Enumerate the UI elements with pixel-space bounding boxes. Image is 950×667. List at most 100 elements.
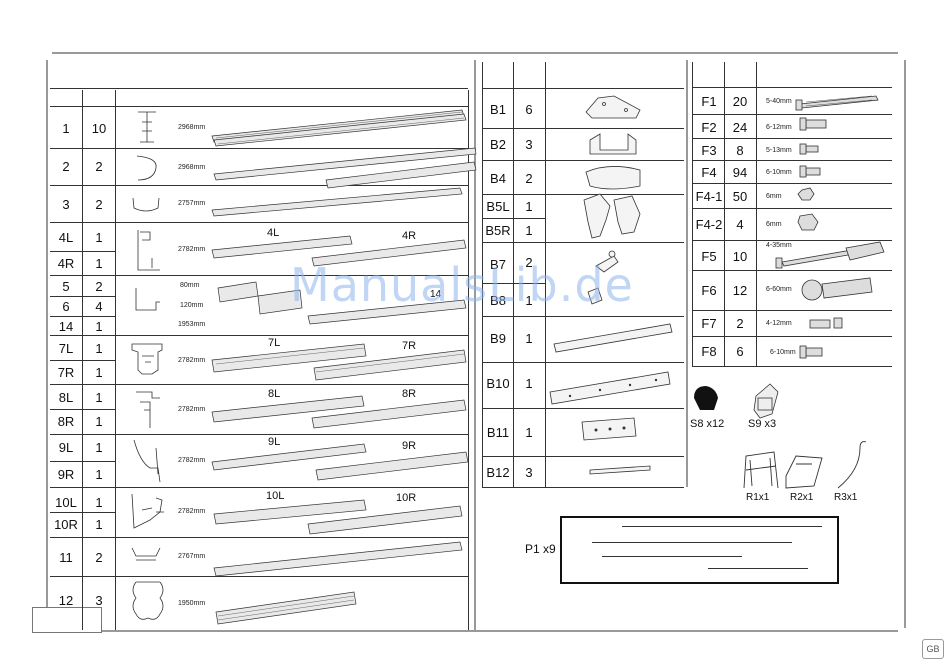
part-number: B1 [490, 102, 506, 117]
part-qty: 1 [525, 293, 533, 308]
dimension-label: 6-60mm [766, 286, 792, 293]
part-number: 9L [58, 440, 74, 455]
dimension-label: 2757mm [178, 200, 206, 207]
r3-label: R3x1 [834, 492, 858, 503]
part-number: 7R [57, 365, 75, 380]
p1-box [560, 516, 839, 584]
part-number: F4-1 [695, 189, 723, 204]
part-number: F7 [701, 316, 717, 331]
r2-label: R2x1 [790, 492, 814, 503]
profile-tag: 14 [430, 289, 442, 300]
part-number: 2 [62, 159, 70, 174]
dimension-label: 6mm [766, 221, 782, 228]
part-number: 6 [62, 299, 70, 314]
part-number: 9R [57, 467, 75, 482]
dimension-label: 1950mm [178, 600, 206, 607]
s9-label: S9 x3 [748, 418, 777, 430]
dimension-label: 4-35mm [766, 242, 792, 249]
profile-tag: 10R [396, 492, 417, 504]
part-number: F2 [701, 120, 717, 135]
dimension-label: 6-10mm [770, 349, 796, 356]
part-qty: 2 [95, 279, 103, 294]
part-number: F3 [701, 143, 717, 158]
cap-icon [694, 386, 718, 410]
part-number: 10L [55, 495, 77, 510]
part-qty: 94 [732, 165, 748, 180]
part-number: 12 [58, 593, 74, 608]
profile-tag: 10L [266, 490, 285, 502]
part-qty: 1 [95, 341, 103, 356]
part-number: B4 [490, 171, 506, 186]
part-number: 11 [59, 550, 73, 565]
divider-a-b [474, 60, 476, 630]
part-qty: 2 [525, 255, 533, 270]
part-qty: 1 [95, 365, 103, 380]
dimension-label: 2782mm [178, 457, 206, 464]
part-number: 4R [57, 256, 75, 271]
language-badge: GB [922, 639, 944, 659]
part-qty: 1 [525, 199, 533, 214]
part-number: F1 [701, 94, 717, 109]
part-qty: 3 [525, 137, 533, 152]
part-qty: 12 [732, 283, 748, 298]
part-qty: 1 [95, 467, 103, 482]
dimension-label: 1953mm [178, 321, 206, 328]
part-qty: 50 [732, 189, 748, 204]
dimension-label: 6-12mm [766, 124, 792, 131]
part-number: B9 [490, 331, 506, 346]
part-qty: 10 [732, 249, 748, 264]
part-number: 1 [62, 121, 70, 136]
profile-tag: 8R [402, 388, 417, 400]
part-number: B11 [486, 425, 510, 440]
dimension-label: 2767mm [178, 553, 206, 560]
part-qty: 3 [525, 465, 533, 480]
part-number: B12 [486, 465, 510, 480]
part-qty: 8 [736, 143, 744, 158]
right-border [904, 60, 906, 628]
part-qty: 4 [736, 217, 744, 232]
part-qty: 4 [95, 299, 103, 314]
profile-tag: 7L [268, 337, 281, 349]
part-number: F4-2 [695, 217, 723, 232]
dimension-label: 2968mm [178, 164, 206, 171]
part-number: 10R [54, 517, 78, 532]
dimension-label: 6-10mm [766, 169, 792, 176]
part-qty: 1 [525, 223, 533, 238]
part-number: F4 [701, 165, 717, 180]
part-number: 7L [58, 341, 74, 356]
part-number: 8L [58, 390, 74, 405]
bottom-border [48, 630, 898, 632]
watermark: ManualsLib.de [290, 258, 634, 312]
page-number-box [32, 607, 102, 633]
part-qty: 1 [95, 230, 103, 245]
dimension-label: 80mm [180, 282, 200, 289]
dimension-label: 6mm [766, 193, 782, 200]
s8-label: S8 x12 [690, 418, 725, 430]
part-number: B5L [486, 199, 510, 214]
part-qty: 1 [95, 414, 103, 429]
part-number: F8 [701, 344, 717, 359]
part-qty: 2 [736, 316, 744, 331]
part-qty: 6 [525, 102, 533, 117]
profile-tag: 9L [268, 436, 281, 448]
part-qty: 1 [525, 376, 533, 391]
part-number: B10 [486, 376, 510, 391]
part-number: 3 [62, 197, 70, 212]
part-number: F5 [701, 249, 717, 264]
dimension-label: 2782mm [178, 406, 206, 413]
dimension-label: 2782mm [178, 357, 206, 364]
part-number: B5R [485, 223, 511, 238]
dimension-label: 2968mm [178, 124, 206, 131]
dimension-label: 5-40mm [766, 98, 792, 105]
part-qty: 2 [95, 197, 103, 212]
part-qty: 6 [736, 344, 744, 359]
p1-label: P1 x9 [525, 542, 556, 556]
part-qty: 3 [95, 593, 103, 608]
part-qty: 20 [732, 94, 748, 109]
part-number: 4L [58, 230, 74, 245]
part-qty: 1 [95, 390, 103, 405]
part-qty: 1 [95, 517, 103, 532]
profile-tag: 9R [402, 440, 417, 452]
part-qty: 2 [525, 171, 533, 186]
